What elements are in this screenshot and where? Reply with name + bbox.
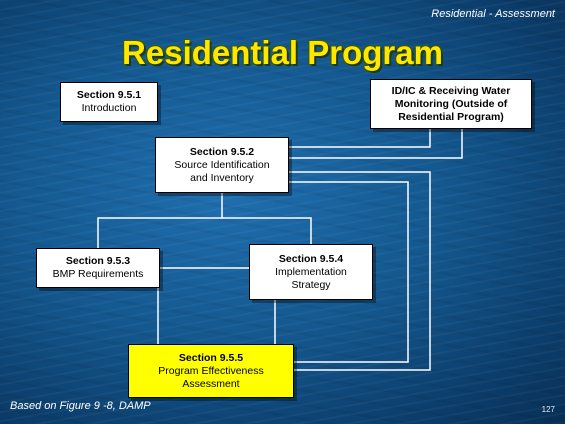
connector-source-impl xyxy=(222,217,312,244)
connector-source-idic-1 xyxy=(289,129,431,148)
section-source-box: Section 9.5.2 Source Identification and … xyxy=(155,137,289,193)
section-intro-box: Section 9.5.1 Introduction xyxy=(60,82,158,122)
section-impl-line-1: Implementation xyxy=(275,265,347,278)
section-bmp-number: Section 9.5.3 xyxy=(65,255,131,267)
connector-source-branch xyxy=(97,193,223,248)
footnote: Based on Figure 9 -8, DAMP xyxy=(10,400,151,412)
section-impl-box: Section 9.5.4 Implementation Strategy xyxy=(249,244,373,300)
section-bmp-label: BMP Requirements xyxy=(52,268,144,280)
idic-line-1: ID/IC & Receiving Water xyxy=(391,84,511,97)
section-source-number: Section 9.5.2 xyxy=(189,145,255,158)
idic-line-3: Residential Program) xyxy=(398,110,504,123)
section-source-line-1: Source Identification xyxy=(174,158,270,171)
connector-source-eval-2 xyxy=(289,181,409,363)
section-impl-line-2: Strategy xyxy=(291,278,331,291)
section-eval-number: Section 9.5.5 xyxy=(178,351,244,364)
slide-title: Residential Program xyxy=(122,34,443,71)
section-eval-line-1: Program Effectiveness xyxy=(158,364,264,377)
section-eval-box: Section 9.5.5 Program Effectiveness Asse… xyxy=(128,344,294,398)
section-eval-line-2: Assessment xyxy=(182,377,240,390)
section-bmp-box: Section 9.5.3 BMP Requirements xyxy=(36,248,160,288)
section-intro-label: Introduction xyxy=(81,102,137,114)
corner-label: Residential - Assessment xyxy=(431,8,555,20)
page-number: 127 xyxy=(541,405,555,414)
section-intro-number: Section 9.5.1 xyxy=(76,89,142,101)
connector-source-eval-1 xyxy=(289,171,431,371)
idic-monitoring-box: ID/IC & Receiving Water Monitoring (Outs… xyxy=(370,79,532,129)
section-impl-number: Section 9.5.4 xyxy=(278,252,344,265)
connector-source-idic-2 xyxy=(289,129,463,159)
section-source-line-2: and Inventory xyxy=(190,171,254,184)
idic-line-2: Monitoring (Outside of xyxy=(394,97,508,110)
